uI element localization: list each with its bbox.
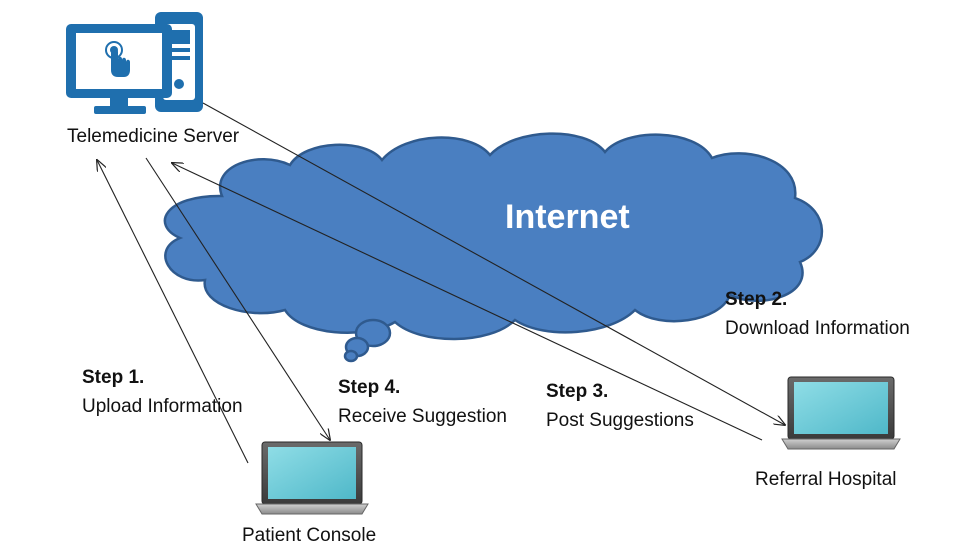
step-1-text: Upload Information [82,396,243,417]
step-3-text: Post Suggestions [546,410,694,431]
server-label: Telemedicine Server [67,126,240,147]
arrow-step-4 [145,157,330,440]
hospital-label: Referral Hospital [755,469,897,490]
server-computer-icon [66,12,203,114]
step-4-text: Receive Suggestion [338,406,507,427]
step-2-text: Download Information [725,318,910,339]
step-1-title: Step 1. [82,367,145,388]
hospital-laptop-icon [781,376,901,450]
step-2-title: Step 2. [725,289,788,310]
step-4-title: Step 4. [338,377,401,398]
step-3-title: Step 3. [546,381,609,402]
arrow-step-3 [172,163,763,441]
arrow-step-2 [202,102,785,425]
arrow-step-1 [97,160,249,464]
flow-arrows [97,102,785,464]
internet-cloud [163,132,824,363]
patient-laptop-icon [255,441,369,515]
patient-label: Patient Console [242,525,377,546]
internet-label: Internet [505,198,630,236]
